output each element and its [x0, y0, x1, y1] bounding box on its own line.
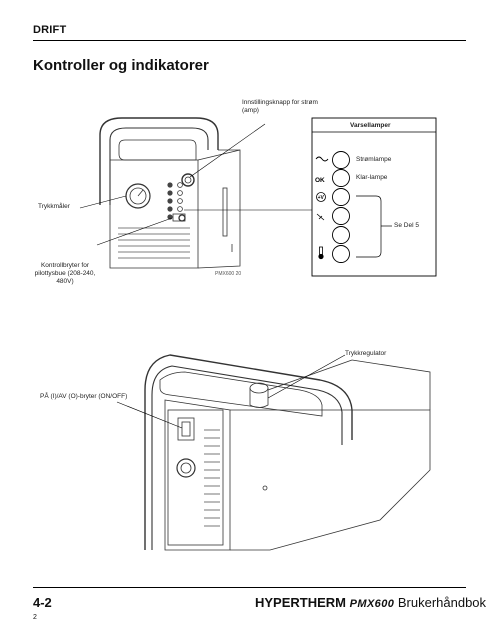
- section-header: DRIFT: [33, 24, 67, 36]
- footer-brand: HYPERTHERM PMX600 Brukerhåndbok: [255, 595, 486, 610]
- torch-icon: [316, 213, 325, 221]
- power-lamp-label: Strømlampe: [356, 156, 392, 163]
- pressure-regulator-label: Trykkregulator: [345, 350, 387, 357]
- manual-name: Brukerhåndbok: [397, 595, 487, 610]
- footer-rule: [33, 587, 466, 588]
- page-title: Kontroller og indikatorer: [33, 57, 209, 74]
- ready-lamp-label: Klar-lampe: [356, 174, 388, 181]
- indicator-panel-frame: [311, 117, 437, 277]
- temperature-icon: [318, 246, 324, 260]
- voltage-icon: [316, 192, 326, 202]
- page-number: 4-2: [33, 595, 52, 610]
- wave-icon: [315, 156, 329, 162]
- svg-text:+V: +V: [318, 195, 325, 201]
- figure-code: PMX600 20: [215, 271, 242, 277]
- knob-label: Innstillingsknapp for strøm (amp): [242, 99, 318, 114]
- machine-side-figure: [144, 354, 431, 551]
- model-name: PMX600: [349, 598, 395, 610]
- small-page-number: 2: [33, 614, 37, 621]
- header-rule: [33, 40, 466, 41]
- ok-icon: OK: [315, 177, 325, 184]
- machine-front-figure: [99, 117, 241, 269]
- see-section-label: Se Del 5: [394, 222, 419, 229]
- panel-title: Varsellamper: [350, 122, 391, 129]
- onoff-switch-label: PÅ (I)/AV (O)-bryter (ON/OFF): [40, 393, 128, 400]
- brand-name: HYPERTHERM: [255, 595, 347, 610]
- gauge-label: Trykkmåler: [38, 203, 70, 210]
- pilot-switch-label: Kontrollbryter for pilottysbue (208-240,…: [34, 262, 96, 285]
